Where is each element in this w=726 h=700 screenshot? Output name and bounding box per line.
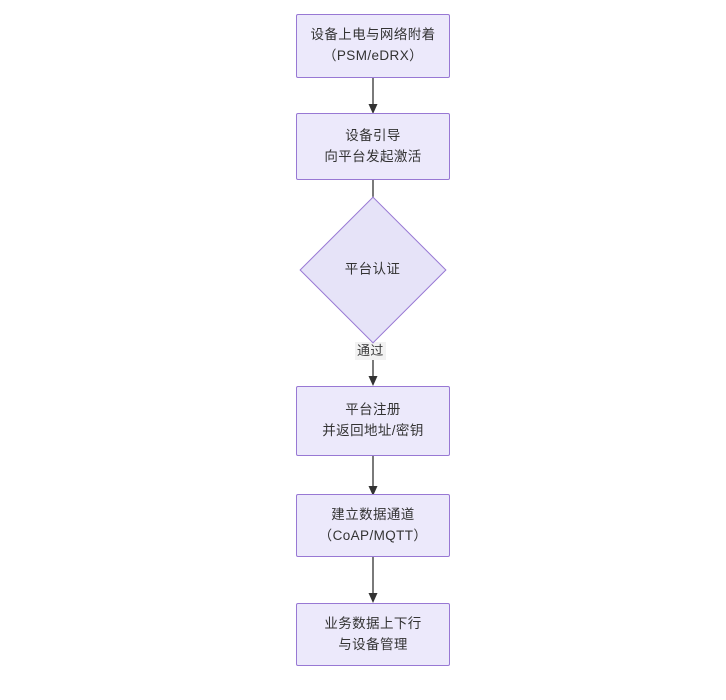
edge-label-pass: 通过	[355, 342, 386, 360]
node-service-data-line-1: 业务数据上下行	[324, 615, 422, 631]
node-platform-register-line-1: 平台注册	[345, 402, 401, 418]
connector-platform-register-to-data-channel	[368, 456, 378, 496]
node-bootstrap-line-1: 设备引导	[345, 127, 401, 143]
connector-power-on-to-bootstrap	[368, 77, 378, 114]
node-power-on-line-1: 设备上电与网络附着	[310, 27, 436, 43]
node-power-on[interactable]: 设备上电与网络附着 （PSM/eDRX）	[296, 14, 450, 78]
node-bootstrap-line-2: 向平台发起激活	[324, 148, 422, 164]
node-data-channel-line-2: （CoAP/MQTT）	[318, 527, 428, 543]
node-data-channel[interactable]: 建立数据通道 （CoAP/MQTT）	[296, 494, 450, 557]
node-power-on-line-2: （PSM/eDRX）	[322, 48, 424, 63]
node-service-data[interactable]: 业务数据上下行 与设备管理	[296, 603, 450, 666]
node-platform-auth-label: 平台认证	[345, 261, 401, 277]
connector-data-channel-to-service-data	[368, 557, 378, 603]
node-service-data-line-2: 与设备管理	[338, 636, 408, 652]
node-platform-auth[interactable]: 平台认证	[299, 196, 447, 344]
node-platform-register[interactable]: 平台注册 并返回地址/密钥	[296, 386, 450, 456]
node-bootstrap[interactable]: 设备引导 向平台发起激活	[296, 113, 450, 180]
node-data-channel-line-1: 建立数据通道	[331, 506, 415, 522]
node-platform-register-line-2: 并返回地址/密钥	[322, 423, 424, 438]
